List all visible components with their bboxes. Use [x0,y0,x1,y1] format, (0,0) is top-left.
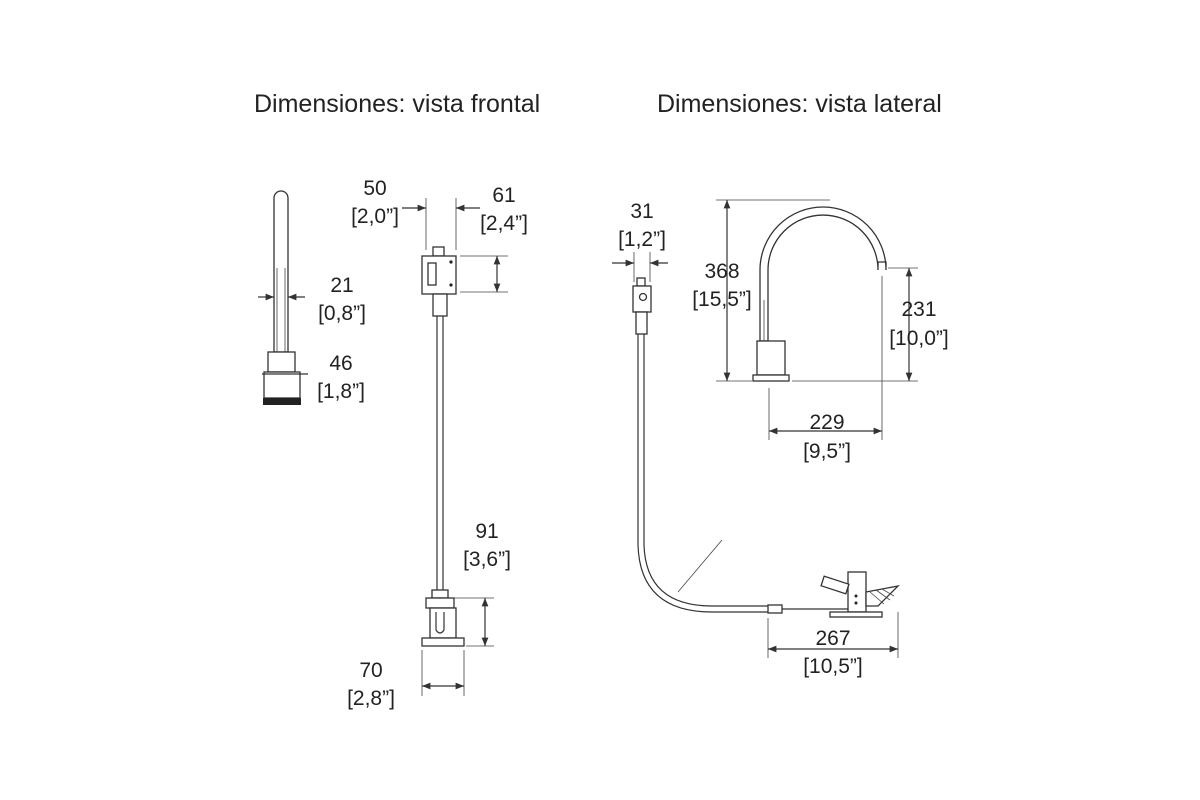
dim-reach [768,276,883,440]
front-mount-drawing [421,589,465,647]
title-side-view: Dimensiones: vista lateral [657,90,942,118]
dim-mount-length-inch: [10,5”] [803,655,863,678]
dim-mount-height-inch: [3,6”] [463,548,511,571]
dim-reach-inch: [9,5”] [803,440,851,463]
front-control-box-drawing [421,246,457,590]
title-front-view: Dimensiones: vista frontal [254,90,540,118]
dim-mount-width [421,650,465,696]
dim-box-height-inch: [2,4”] [480,212,528,235]
side-mount-drawing [767,571,900,618]
dim-box-width [402,198,480,250]
dim-side-box-width-inch: [1,2”] [618,228,666,251]
dim-side-box-width-mm: 31 [630,200,653,223]
dim-base-width-inch: [1,8”] [317,380,365,403]
dim-mount-height-mm: 91 [475,520,498,543]
dim-total-height-inch: [15,5”] [692,288,752,311]
dim-box-width-inch: [2,0”] [351,205,399,228]
side-control-box-drawing [632,277,770,613]
dim-total-height [716,199,830,382]
dim-base-width-mm: 46 [329,352,352,375]
dim-spout-width-inch: [0,8”] [318,302,366,325]
dim-outlet-height-inch: [10,0”] [889,327,949,350]
dim-outlet-height [792,267,918,382]
dim-total-height-mm: 368 [704,260,739,283]
side-faucet-drawing [752,206,887,382]
dim-mount-length-mm: 267 [815,627,850,650]
dim-reach-mm: 229 [809,411,844,434]
dim-mount-length [767,612,899,658]
dim-box-width-mm: 50 [363,177,386,200]
dim-box-height-mm: 61 [492,184,515,207]
dim-spout-width-mm: 21 [330,274,353,297]
dim-box-height [460,255,508,293]
dim-mount-width-inch: [2,8”] [347,687,395,710]
dim-side-box-width [612,252,668,282]
dim-mount-width-mm: 70 [359,659,382,682]
dim-mount-height [454,597,494,647]
front-faucet-drawing [263,190,301,405]
dim-outlet-height-mm: 231 [901,298,936,321]
